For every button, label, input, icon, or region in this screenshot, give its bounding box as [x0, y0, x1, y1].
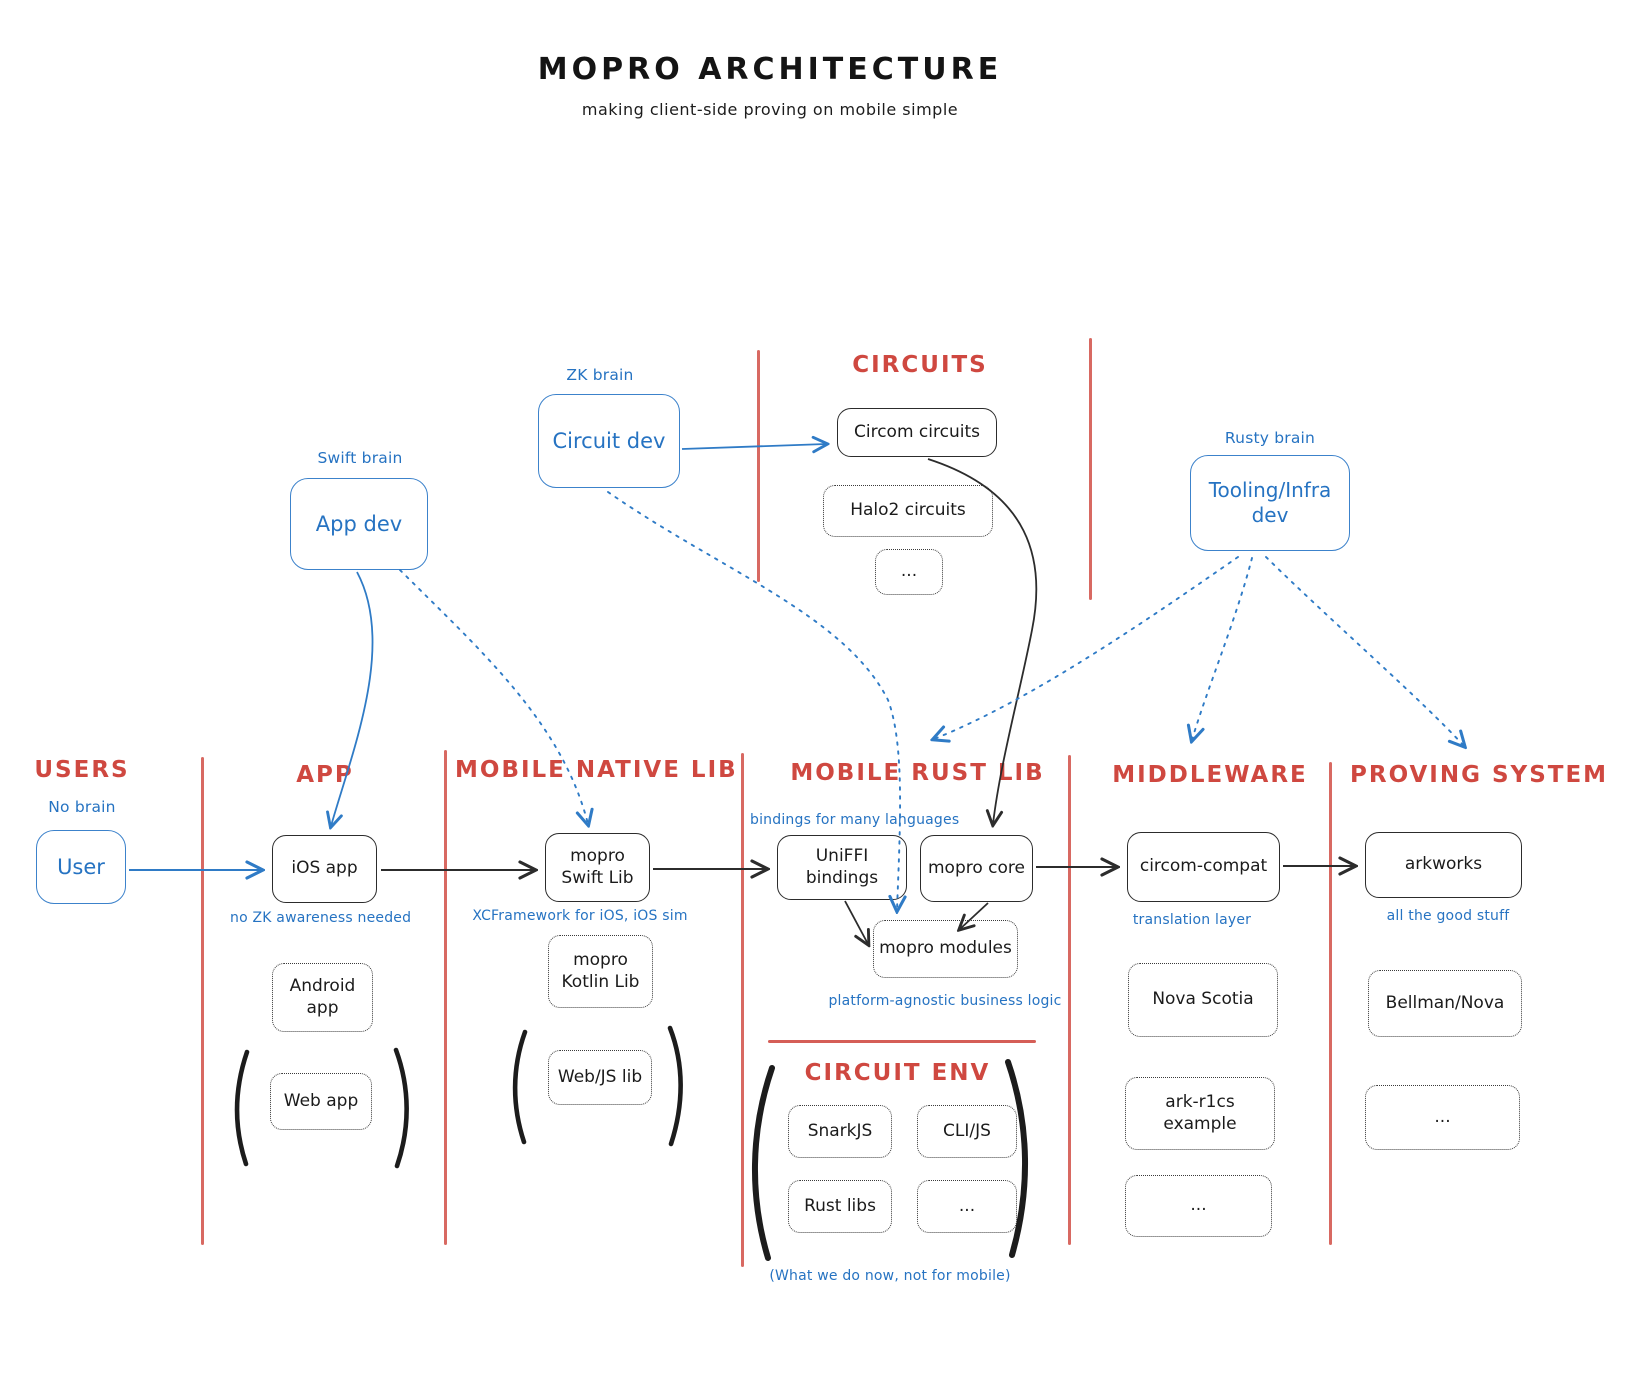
circuits-more-node: ... — [875, 549, 943, 595]
web-js-lib-paren-right — [667, 1025, 683, 1147]
tooling-infra-dev-node: Tooling/Infra dev — [1190, 455, 1350, 551]
middleware-more-node: ... — [1125, 1175, 1272, 1237]
web-js-lib-paren-left — [512, 1029, 528, 1145]
divider-middleware-proving — [1329, 762, 1332, 1245]
snarkjs-node: SnarkJS — [788, 1105, 892, 1158]
no-brain-note: No brain — [48, 798, 116, 816]
mobile-rust-lib-column-header: MOBILE RUST LIB — [790, 760, 1045, 786]
all-the-good-stuff-note: all the good stuff — [1386, 908, 1510, 924]
web-app-node: Web app — [270, 1073, 372, 1130]
bellman-nova-node: Bellman/Nova — [1368, 970, 1522, 1037]
ark-r1cs-example-node: ark-r1cs example — [1125, 1077, 1275, 1150]
web-app-paren-left — [234, 1049, 250, 1167]
circuit-env-header: CIRCUIT ENV — [804, 1060, 991, 1086]
arrow-circuitdev-to-circom — [681, 444, 826, 449]
cli-js-node: CLI/JS — [917, 1105, 1017, 1158]
uniffi-bindings-node: UniFFI bindings — [777, 835, 907, 900]
nova-scotia-node: Nova Scotia — [1128, 963, 1278, 1037]
web-js-lib-node: Web/JS lib — [548, 1050, 652, 1105]
arrow-uniffi-to-modules — [844, 900, 868, 944]
android-app-node: Android app — [272, 963, 373, 1032]
circom-circuits-node: Circom circuits — [837, 408, 997, 457]
divider-users-app — [201, 757, 204, 1245]
arrow-toolingdev-to-middleware-dotted — [1192, 557, 1253, 740]
proving-system-column-header: PROVING SYSTEM — [1350, 762, 1609, 788]
divider-app-native — [444, 750, 447, 1245]
diagram-subtitle: making client-side proving on mobile sim… — [581, 100, 959, 119]
divider-native-rust — [741, 753, 744, 1267]
zk-brain-note: ZK brain — [566, 366, 634, 384]
divider-rust-middleware — [1068, 755, 1071, 1245]
mobile-native-lib-column-header: MOBILE NATIVE LIB — [455, 757, 738, 783]
rust-libs-node: Rust libs — [788, 1180, 892, 1233]
arrow-toolingdev-to-proving-dotted — [1265, 556, 1464, 746]
mopro-kotlin-lib-node: mopro Kotlin Lib — [548, 935, 653, 1008]
halo2-circuits-node: Halo2 circuits — [823, 485, 993, 537]
arkworks-node: arkworks — [1365, 832, 1522, 898]
circuit-env-separator — [768, 1040, 1036, 1043]
circuits-section-header: CIRCUITS — [852, 352, 988, 378]
bindings-note: bindings for many languages — [750, 812, 960, 828]
app-dev-node: App dev — [290, 478, 428, 570]
circuit-env-paren-left — [751, 1065, 775, 1261]
translation-layer-note: translation layer — [1132, 912, 1252, 928]
diagram-title: MOPRO ARCHITECTURE — [537, 52, 1003, 87]
arrow-appdev-to-swiftlib-dotted — [399, 569, 588, 824]
circuit-dev-node: Circuit dev — [538, 394, 680, 488]
swift-brain-note: Swift brain — [317, 449, 403, 467]
no-zk-awareness-note: no ZK awareness needed — [230, 910, 412, 926]
users-column-header: USERS — [34, 757, 130, 783]
arrow-toolingdev-to-rustlib-dotted — [934, 556, 1239, 739]
platform-agnostic-note: platform-agnostic business logic — [828, 993, 1062, 1009]
circuits-right-red-line — [1089, 338, 1092, 600]
proving-more-node: ... — [1365, 1085, 1520, 1150]
mopro-modules-node: mopro modules — [873, 920, 1018, 978]
xcframework-note: XCFramework for iOS, iOS sim — [472, 908, 688, 924]
web-app-paren-right — [393, 1047, 409, 1169]
ios-app-node: iOS app — [272, 835, 377, 903]
app-column-header: APP — [296, 762, 354, 788]
mopro-swift-lib-node: mopro Swift Lib — [545, 833, 650, 902]
mopro-core-node: mopro core — [920, 835, 1033, 902]
circuit-env-caption: (What we do now, not for mobile) — [769, 1268, 1011, 1284]
circom-compat-node: circom-compat — [1127, 832, 1280, 902]
circuit-env-more-node: ... — [917, 1180, 1017, 1233]
rusty-brain-note: Rusty brain — [1224, 429, 1316, 447]
middleware-column-header: MIDDLEWARE — [1112, 762, 1308, 788]
circuits-left-red-line — [757, 350, 760, 582]
user-node: User — [36, 830, 126, 904]
